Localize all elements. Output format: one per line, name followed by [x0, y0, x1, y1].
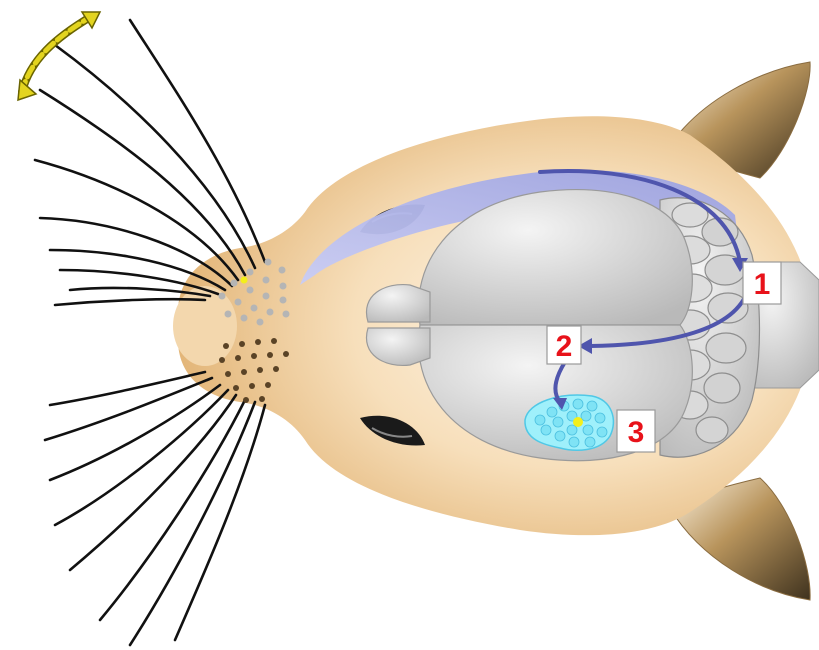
activated-barrel — [573, 417, 583, 427]
label-1: 1 — [754, 268, 771, 301]
label-box-2: 2 — [547, 326, 581, 364]
stimulated-whisker-follicle — [241, 277, 248, 284]
label-box-1: 1 — [743, 262, 781, 304]
label-box-3: 3 — [617, 410, 655, 452]
label-2: 2 — [556, 330, 573, 363]
barrel-cortex — [525, 395, 613, 450]
label-3: 3 — [628, 416, 645, 449]
whisker-movement-arrow-icon — [18, 12, 100, 100]
